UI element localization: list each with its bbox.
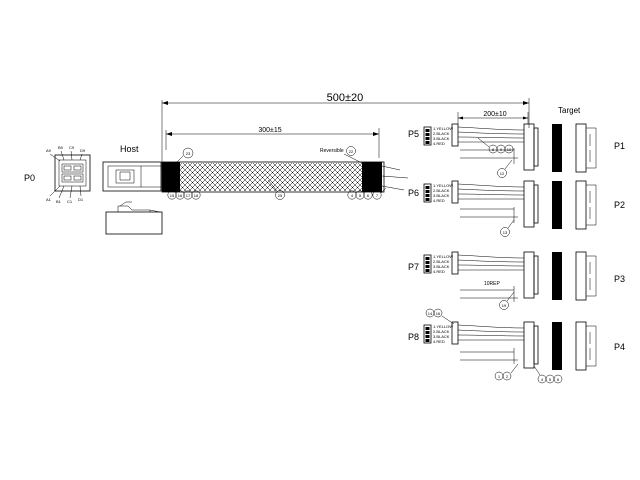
callout-p6-clip: 13 xyxy=(503,230,508,235)
svg-text:4.RED: 4.RED xyxy=(433,198,445,203)
p0-end-view: P0 A9 B9 C9 D9 A1 B1 C1 D1 xyxy=(24,145,91,204)
p0-label: P0 xyxy=(24,173,35,183)
callout-p5-clip: 12 xyxy=(500,171,505,176)
svg-text:4.RED: 4.RED xyxy=(433,339,445,344)
callout-be-2: 6 xyxy=(367,193,370,198)
host-label: Host xyxy=(120,144,139,154)
reversible-label: Reversible xyxy=(320,148,344,154)
callout-reversible: 22 xyxy=(349,149,354,154)
pin-d9: D9 xyxy=(80,148,86,153)
host-connector: Host xyxy=(102,144,163,235)
svg-text:3.BLACK: 3.BLACK xyxy=(433,136,450,141)
svg-text:2.BLACK: 2.BLACK xyxy=(433,329,450,334)
callout-p8l2-0: 4 xyxy=(541,377,544,382)
callout-p5b-1: 9 xyxy=(500,147,503,152)
branch-p5: P5 1.YELLOW 2.BLACK 3.BLACK 4.RED P1 xyxy=(408,123,625,173)
callout-p7-clip: 19 xyxy=(502,303,507,308)
svg-text:2.BLACK: 2.BLACK xyxy=(433,259,450,264)
svg-text:4.RED: 4.RED xyxy=(433,141,445,146)
target-label: Target xyxy=(558,106,581,115)
pin-b1: B1 xyxy=(56,199,62,204)
pin-d1: D1 xyxy=(78,197,84,202)
callout-braid-mid: 25 xyxy=(278,193,283,198)
callout-be-0: 4 xyxy=(351,193,354,198)
oxdrep-label: 10REP xyxy=(484,281,501,287)
callout-p8t-1: 16 xyxy=(436,311,441,316)
callout-p5b-0: 8 xyxy=(492,147,495,152)
callout-p5b-2: 10 xyxy=(507,147,512,152)
callout-hb-3: 18 xyxy=(194,193,199,198)
target-label-p2: P2 xyxy=(614,200,625,210)
plug-label-p8: P8 xyxy=(408,332,419,342)
svg-text:3.BLACK: 3.BLACK xyxy=(433,264,450,269)
callout-p8l2-2: 6 xyxy=(557,377,560,382)
pin-a1: A1 xyxy=(46,197,52,202)
pin-a9: A9 xyxy=(46,148,52,153)
p0-port-lower xyxy=(61,173,84,183)
branch-length-label: 200±10 xyxy=(483,111,506,118)
pin-c9: C9 xyxy=(69,145,75,150)
pin-b9: B9 xyxy=(58,145,64,150)
svg-text:1.YELLOW: 1.YELLOW xyxy=(433,324,453,329)
branch-callouts: 8 9 10 12 13 19 14 16 1 2 4 5 6 xyxy=(425,137,563,384)
svg-text:3.BLACK: 3.BLACK xyxy=(433,193,450,198)
callout-p8l2-1: 5 xyxy=(549,377,552,382)
callout-hb-2: 17 xyxy=(186,193,191,198)
svg-text:2.BLACK: 2.BLACK xyxy=(433,131,450,136)
plug-label-p7: P7 xyxy=(408,262,419,272)
svg-text:1.YELLOW: 1.YELLOW xyxy=(433,254,453,259)
overall-length-label: 500±20 xyxy=(327,92,364,104)
pin-c1: C1 xyxy=(67,199,73,204)
target-label-p1: P1 xyxy=(614,141,625,151)
branch-dimension: 200±10 xyxy=(457,111,529,124)
braid-dimension: 300±15 xyxy=(165,127,380,158)
callout-p8l1-1: 2 xyxy=(506,374,509,379)
svg-text:2.BLACK: 2.BLACK xyxy=(433,188,450,193)
braid-length-label: 300±15 xyxy=(258,127,281,134)
main-callouts: 23 15 16 17 18 25 Reversible 22 4 5 6 7 xyxy=(167,146,387,200)
plug-label-p6: P6 xyxy=(408,188,419,198)
svg-text:3.BLACK: 3.BLACK xyxy=(433,334,450,339)
callout-p8l1-0: 1 xyxy=(498,374,501,379)
host-heatshrink xyxy=(162,162,180,192)
callout-be-3: 7 xyxy=(376,193,379,198)
overall-dimension: 500±20 xyxy=(161,92,530,170)
branch-p6: P6 1.YELLOW 2.BLACK 3.BLACK 4.RED P2 xyxy=(408,180,625,230)
svg-text:4.RED: 4.RED xyxy=(433,269,445,274)
plug-label-p5: P5 xyxy=(408,129,419,139)
branch-p8: P8 1.YELLOW 2.BLACK 3.BLACK 4.RED P4 xyxy=(408,321,625,371)
p0-outline xyxy=(54,154,91,192)
p0-port-upper xyxy=(61,163,84,173)
target-label-p4: P4 xyxy=(614,342,625,352)
callout-p8t-0: 14 xyxy=(428,311,433,316)
callout-be-1: 5 xyxy=(359,193,362,198)
end-heatshrink xyxy=(362,162,382,192)
target-label-p3: P3 xyxy=(614,274,625,284)
callout-host-top: 23 xyxy=(186,151,191,156)
callout-hb-0: 15 xyxy=(170,193,175,198)
branch-p7: P7 1.YELLOW 2.BLACK 3.BLACK 4.RED 10REP … xyxy=(408,251,625,302)
braided-cable xyxy=(161,161,409,193)
svg-text:1.YELLOW: 1.YELLOW xyxy=(433,126,453,131)
callout-hb-1: 16 xyxy=(178,193,183,198)
svg-text:1.YELLOW: 1.YELLOW xyxy=(433,183,453,188)
